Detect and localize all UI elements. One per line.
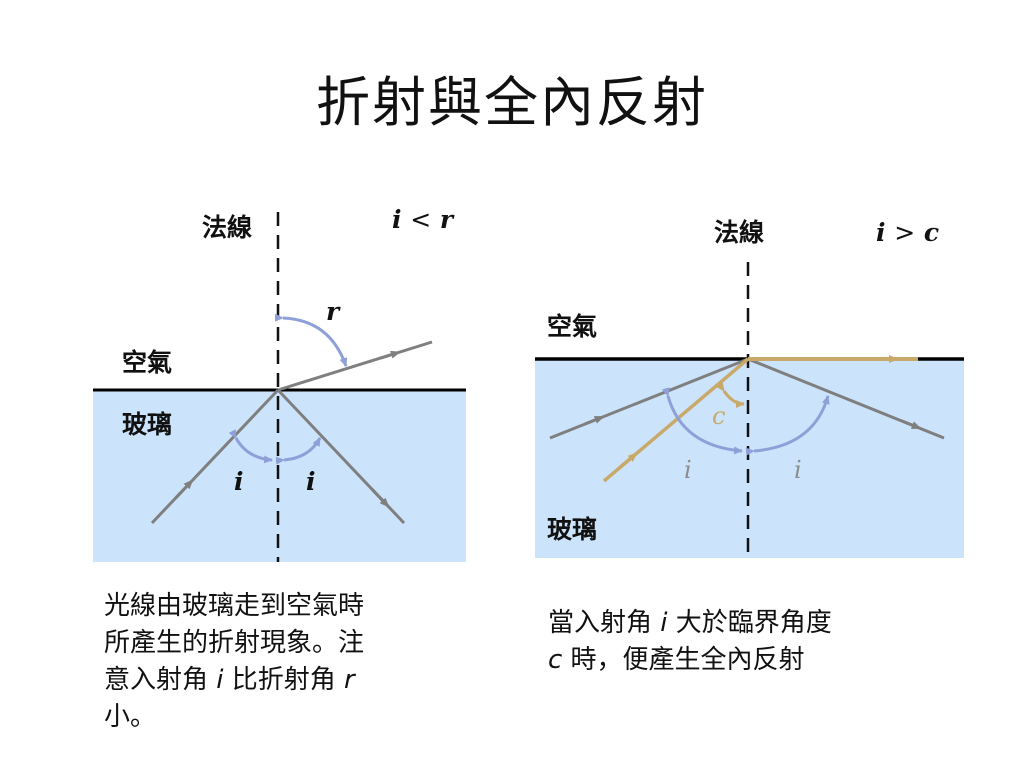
caption-right-line: c 時，便產生全內反射 xyxy=(548,645,805,675)
normal-label: 法線 xyxy=(714,218,764,247)
angle-i-left-arc xyxy=(661,387,743,455)
glass-label: 玻璃 xyxy=(122,410,172,439)
condition-label: i < r xyxy=(392,205,455,234)
refraction-diagram: 法線 i < r 空氣 玻璃 r i i xyxy=(93,205,466,562)
incident-ray-arrow xyxy=(174,479,194,499)
angle-i-right-label: i xyxy=(306,467,316,496)
angle-r-label: r xyxy=(326,297,341,326)
angle-i-left-label: i xyxy=(684,456,692,484)
caption-right-line: 當入射角 i 大於臨界角度 xyxy=(548,608,832,638)
caption-right: 當入射角 i 大於臨界角度 c 時，便產生全內反射 xyxy=(548,605,948,679)
air-label: 空氣 xyxy=(547,312,597,341)
slide-title: 折射與全內反射 xyxy=(316,71,708,134)
caption-left-line: 光線由玻璃走到空氣時 xyxy=(104,591,365,621)
angle-i-right-arc xyxy=(745,395,830,456)
glass-region xyxy=(535,359,964,558)
condition-label: i > c xyxy=(876,218,939,247)
refracted-ray xyxy=(277,340,433,392)
caption-left: 光線由玻璃走到空氣時 所產生的折射現象。注 意入射角 i 比折射角 r 小。 xyxy=(104,588,464,736)
glass-region xyxy=(93,390,466,562)
critical-ray-arrow xyxy=(618,452,638,469)
incident-ray-arrow xyxy=(584,416,605,426)
reflected-ray-arrow xyxy=(370,488,390,508)
caption-left-line: 意入射角 i 比折射角 r xyxy=(104,665,355,695)
angle-i-left-arc xyxy=(228,429,273,464)
angle-i-left-label: i xyxy=(234,467,244,496)
incident-ray xyxy=(549,357,749,440)
glass-label: 玻璃 xyxy=(547,515,597,544)
caption-left-line: 小。 xyxy=(104,702,157,732)
angle-c-label: c xyxy=(712,402,725,430)
caption-left-line: 所產生的折射現象。注 xyxy=(104,628,365,658)
total-internal-reflection-diagram: 法線 i > c 空氣 玻璃 c i i xyxy=(535,218,964,558)
angle-i-right-arc xyxy=(275,437,322,465)
normal-label: 法線 xyxy=(202,213,252,242)
air-label: 空氣 xyxy=(122,348,172,377)
refracted-ray-arrow xyxy=(379,350,401,360)
reflected-ray-arrow xyxy=(901,419,922,429)
incident-ray xyxy=(150,388,280,525)
angle-i-right-label: i xyxy=(794,456,802,484)
angle-r-arc xyxy=(274,313,348,367)
